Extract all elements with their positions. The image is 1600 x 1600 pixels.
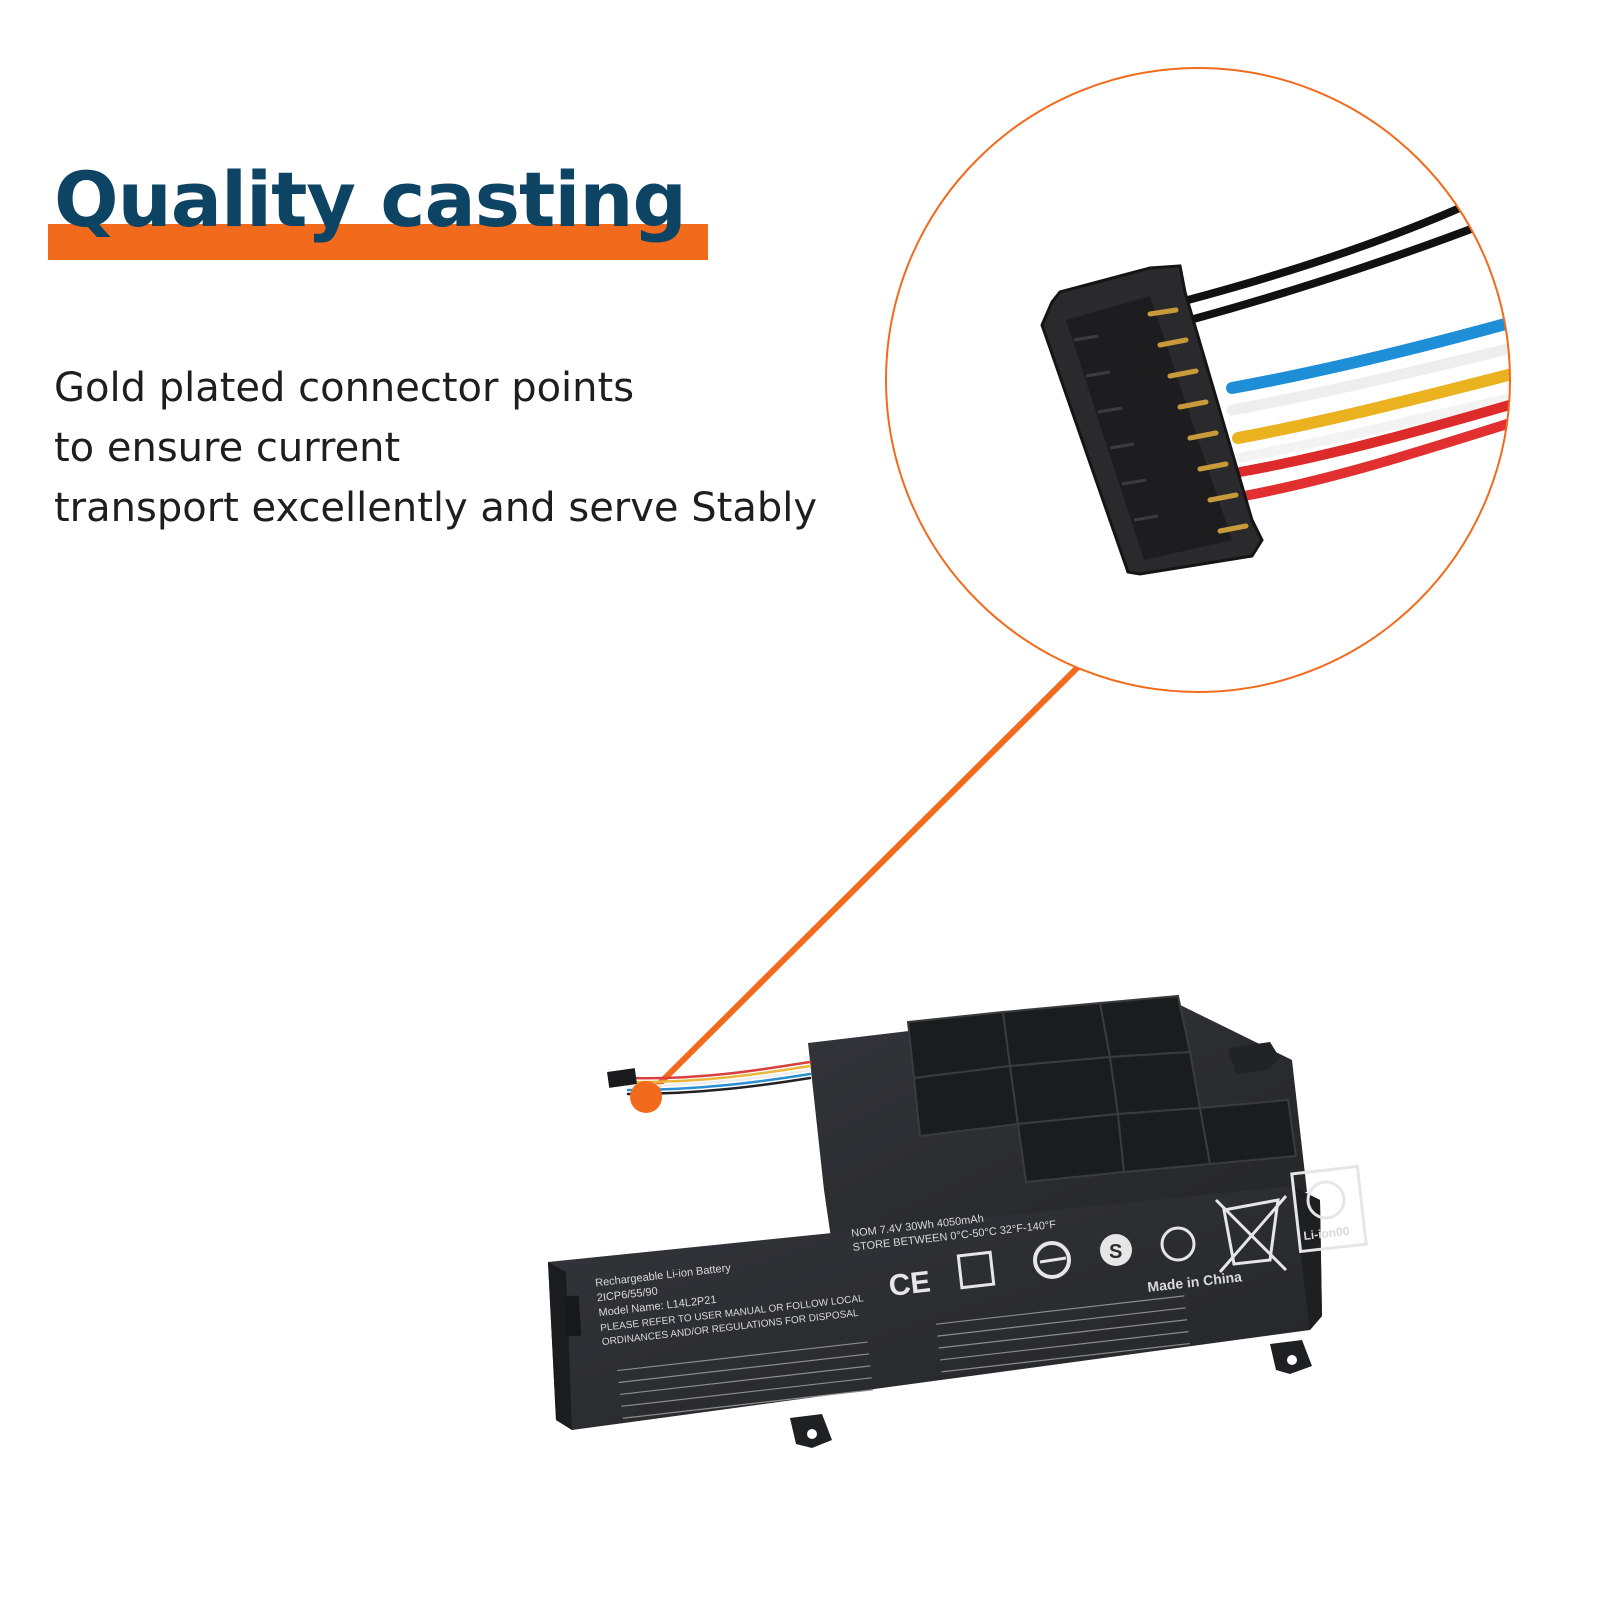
description-line-3: transport excellently and serve Stably (54, 485, 818, 531)
side-notch (564, 1295, 582, 1337)
battery: Rechargeable Li-ion Battery 2ICP6/55/90 … (548, 994, 1368, 1448)
headline-underline-bar (48, 224, 708, 260)
kc-mark-icon (956, 1250, 996, 1290)
callout-dot (630, 1081, 662, 1113)
description: Gold plated connector points to ensure c… (54, 358, 914, 538)
battery-connector (607, 1068, 637, 1088)
zoom-wires (1184, 176, 1510, 501)
description-line-2: to ensure current (54, 425, 401, 471)
callout-line (643, 662, 1083, 1100)
description-line-1: Gold plated connector points (54, 365, 635, 411)
cell-grid (906, 994, 1298, 1184)
connector-zoom-circle (885, 67, 1511, 693)
pse-mark-icon (1033, 1241, 1071, 1279)
s-mark-icon (1100, 1234, 1132, 1266)
zoom-connector (1040, 264, 1264, 576)
bsmi-mark-icon (1160, 1226, 1196, 1262)
weee-bin-icon (1222, 1198, 1280, 1266)
recycle-label: Li-ion00 (1303, 1224, 1351, 1243)
ce-mark-icon: CE (887, 1265, 932, 1303)
headline-block: Quality casting (48, 150, 708, 270)
headline: Quality casting (54, 155, 687, 244)
certification-marks: CE S (887, 1164, 1368, 1303)
svg-text:S: S (1109, 1241, 1122, 1263)
mount-tab (1228, 1042, 1280, 1074)
recycle-mark-icon (1290, 1164, 1368, 1254)
